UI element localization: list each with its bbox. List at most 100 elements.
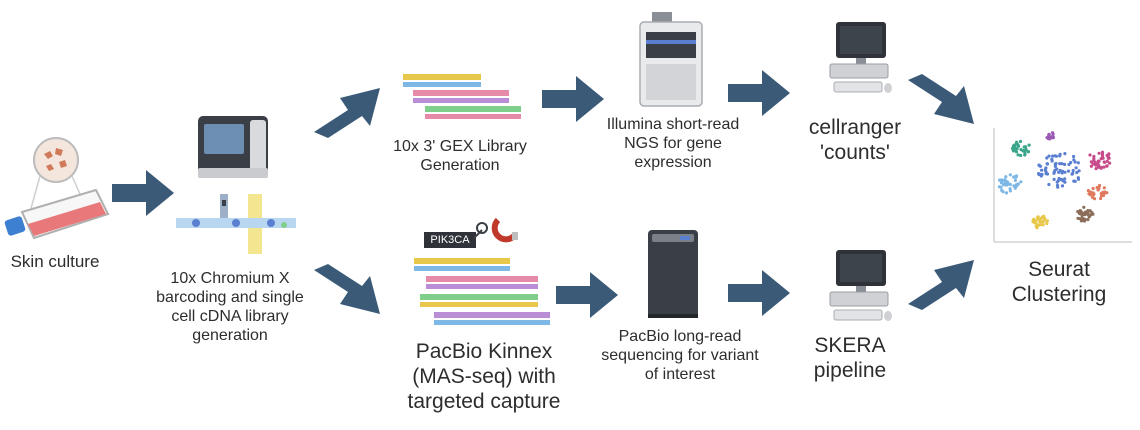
umap-point [1096,165,1101,169]
umap-point [1040,172,1044,177]
umap-point [1054,154,1058,158]
umap-point [1074,166,1078,170]
arrow-chromium-to-gex [310,80,386,140]
umap-point [1063,180,1067,184]
umap-point [1092,154,1096,159]
umap-point [1063,170,1067,174]
umap-point [1051,135,1055,140]
umap-point [1100,150,1105,154]
umap-point [1008,173,1012,177]
umap-point [1001,183,1005,187]
umap-point [1094,163,1099,167]
umap-point [1082,217,1086,221]
umap-point [1014,175,1018,179]
umap-point [1060,162,1064,166]
umap-point [1041,220,1045,224]
umap-point [1097,151,1101,155]
umap-point [1099,165,1103,170]
umap-point [1080,210,1084,214]
umap-point [1041,215,1046,219]
seurat-label: Seurat Clustering [1011,258,1107,306]
umap-point [1045,162,1049,166]
skin-culture-flask-icon [4,130,114,245]
umap-point [1004,175,1008,179]
umap-point [1059,177,1064,182]
umap-point [1076,161,1080,165]
umap-point [998,178,1002,182]
umap-point [1037,172,1041,176]
umap-point [1048,137,1052,141]
umap-point [1089,213,1093,217]
umap-point [1056,178,1061,183]
umap-point [1107,156,1111,160]
umap-point [1072,158,1076,162]
umap-point [1052,170,1056,174]
umap-point [1091,195,1095,199]
umap-point [1045,172,1050,176]
umap-point [1057,170,1061,174]
umap-point [1004,180,1008,184]
umap-point [1012,175,1016,179]
umap-point [1077,169,1081,173]
umap-point [1015,140,1019,144]
umap-point [1102,186,1106,190]
umap-point [1101,193,1105,197]
arrow-illumina-to-cellranger [728,68,792,118]
arrow-gex-to-illumina [542,74,606,124]
umap-point [1092,193,1096,197]
pacbio-sequencer-icon [646,228,702,320]
umap-point [1086,218,1090,222]
umap-point [1071,171,1075,175]
umap-point [1083,212,1087,216]
arrow-kinnex-to-pacbio [556,270,620,320]
umap-point [1043,168,1047,172]
umap-point [1088,209,1092,213]
umap-point [1058,152,1062,156]
umap-point [1045,136,1049,140]
umap-point [1082,205,1086,209]
computer-icon [826,20,896,98]
pacbio-long-label: PacBio long-read sequencing for variant … [601,328,759,383]
umap-point [1015,183,1019,187]
umap-point [1063,162,1067,166]
skin-culture-label: Skin culture [10,252,100,271]
umap-cluster-plot-icon [980,122,1136,254]
flask-media [28,202,106,236]
umap-point [1036,215,1040,219]
umap-point [1047,182,1051,187]
umap-point [1096,188,1100,192]
umap-point [1040,168,1044,172]
umap-point [1016,153,1020,157]
umap-point [1045,221,1049,226]
umap-point [1094,167,1098,171]
umap-point [1096,159,1100,163]
umap-point [1047,154,1051,158]
illumina-label: Illumina short-read NGS for gene express… [606,116,740,171]
umap-point [1019,180,1023,184]
umap-point [1105,164,1109,168]
umap-point [1045,219,1049,223]
umap-point [1091,186,1095,191]
arrow-cellranger-to-seurat [904,72,980,132]
gene-tag-label: PIK3CA [430,234,470,246]
umap-point [1033,221,1037,225]
umap-point [1054,161,1058,166]
computer-icon [826,248,896,326]
umap-point [1088,153,1092,157]
umap-point [1086,209,1090,213]
umap-point [1092,157,1096,161]
umap-point [1071,168,1075,173]
gex-library-label: 10x 3' GEX Library Generation [393,138,527,174]
umap-point [1051,154,1055,158]
umap-point [1069,160,1073,165]
umap-point [1008,182,1012,187]
umap-point [1031,218,1035,222]
umap-point [1004,191,1009,195]
umap-point [1076,176,1080,180]
umap-point [1021,149,1025,153]
umap-point [1026,150,1030,154]
umap-point [999,185,1003,189]
umap-point [1089,160,1093,164]
umap-point [1099,157,1103,161]
umap-point [1099,196,1103,201]
